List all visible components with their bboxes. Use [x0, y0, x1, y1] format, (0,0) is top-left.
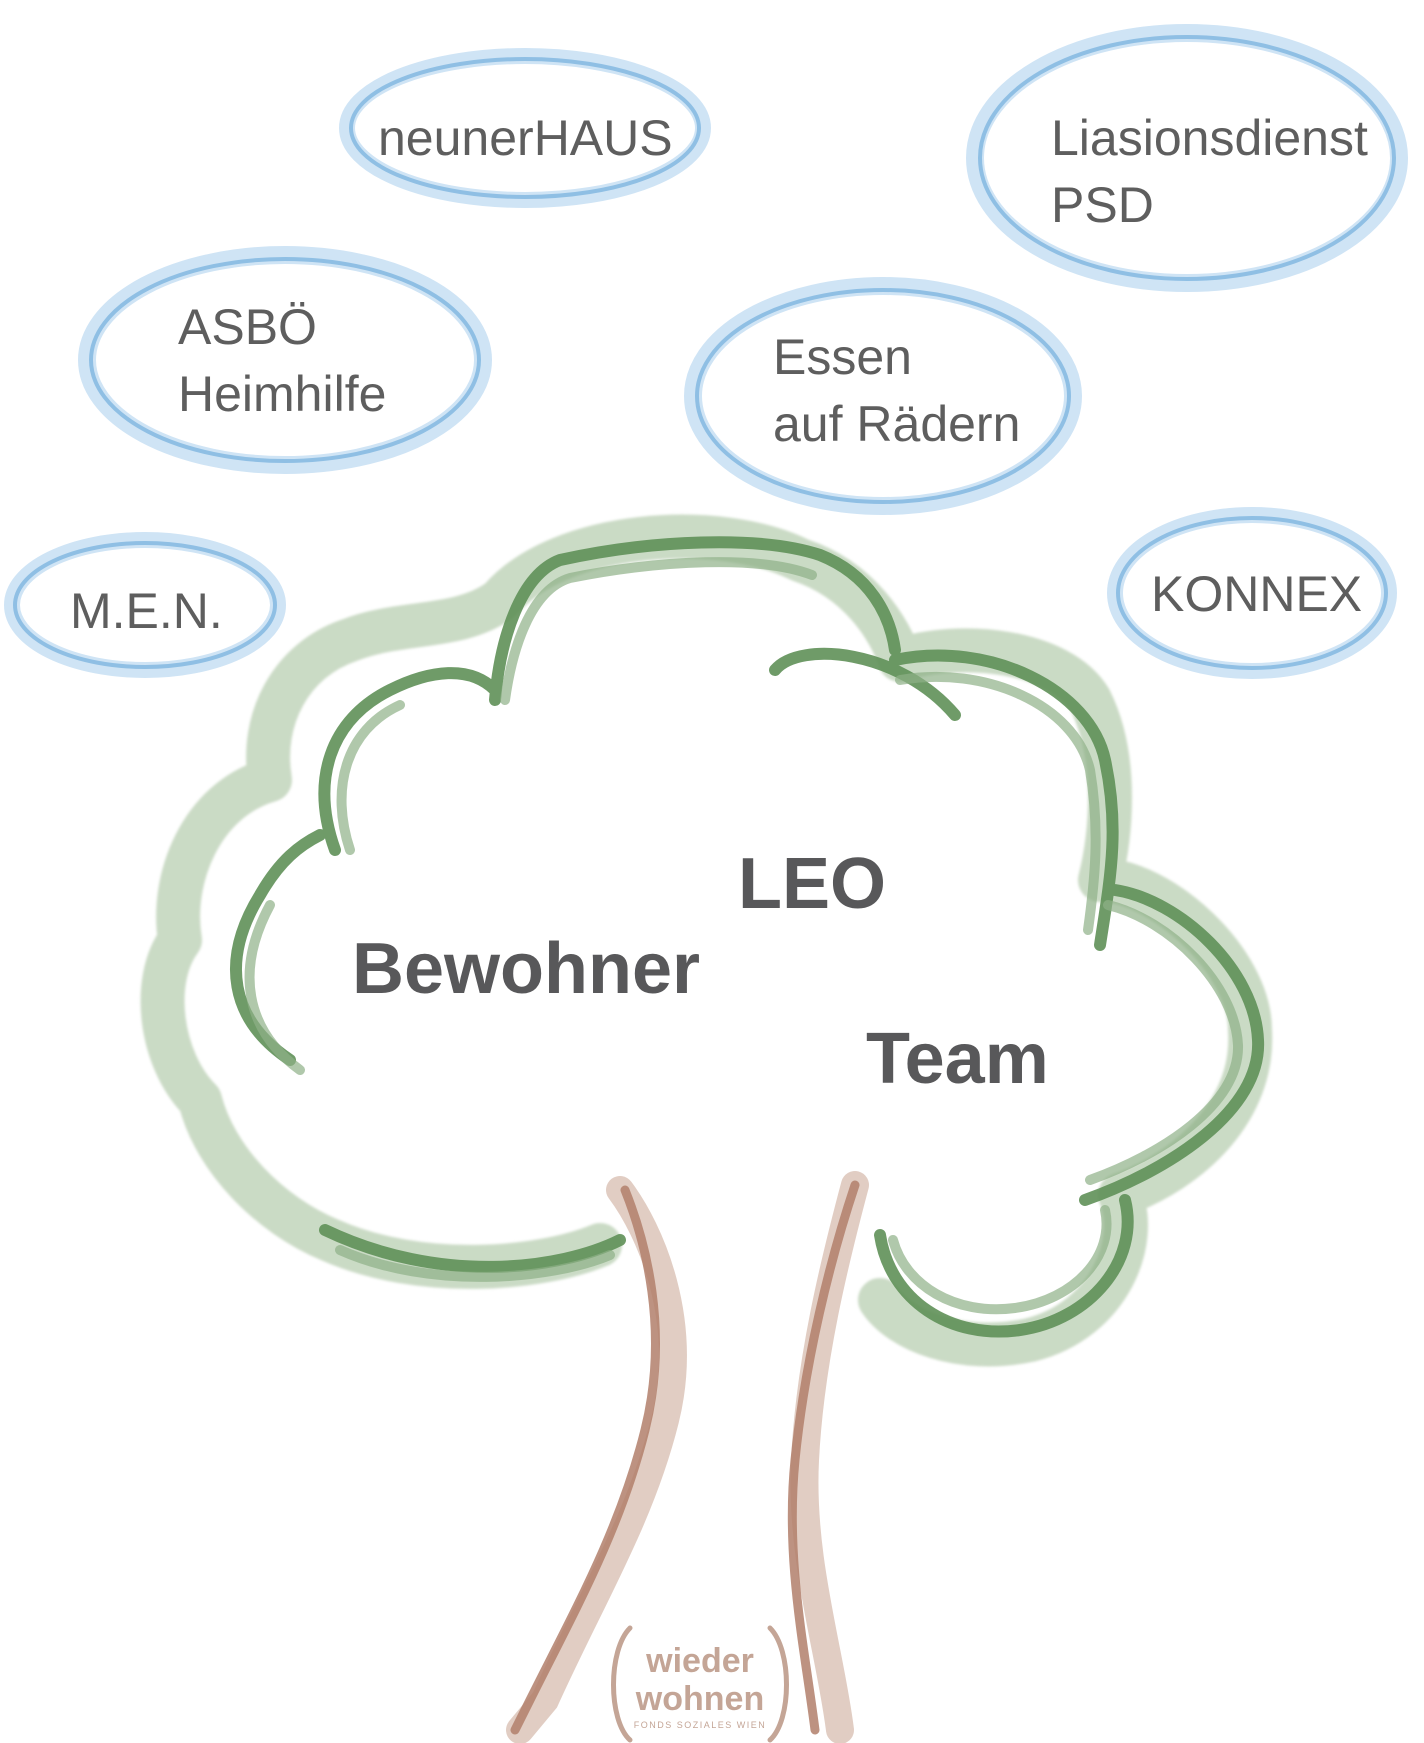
cloud-essen-auf-raedern: Essen auf Rädern — [684, 277, 1082, 515]
cloud-label: KONNEX — [1151, 566, 1362, 622]
trunk-right-dark — [787, 1180, 860, 1735]
tree-label-team: Team — [866, 1019, 1049, 1099]
tree-labels: LEO Bewohner Team — [352, 844, 1049, 1099]
cloud-outline-light — [78, 246, 492, 474]
cloud-label-line1: Liasionsdienst — [1051, 110, 1368, 166]
cloud-label-line2: Heimhilfe — [178, 366, 386, 422]
cloud-outline-light — [966, 24, 1408, 292]
tree-crown-outline-dark — [230, 536, 1265, 1338]
cloud-outline-light — [1107, 507, 1397, 679]
cloud-outline-light — [4, 532, 286, 678]
logo-line1: wieder — [645, 1642, 754, 1680]
cloud-outline — [13, 541, 277, 669]
cloud-liasionsdienst-psd: Liasionsdienst PSD — [966, 24, 1408, 292]
tree-trunk — [506, 1171, 869, 1743]
cloud-men: M.E.N. — [4, 532, 286, 678]
logo-subtitle: FONDS SOZIALES WIEN — [634, 1720, 767, 1730]
cloud-outline — [978, 35, 1396, 281]
tree-crown-outline-mid — [244, 557, 1244, 1315]
cloud-label-line2: auf Rädern — [773, 396, 1020, 452]
cloud-outline — [695, 288, 1071, 504]
cloud-label-line1: ASBÖ — [178, 299, 317, 355]
cloud-label-line2: PSD — [1051, 177, 1154, 233]
cloud-label: M.E.N. — [70, 583, 223, 639]
tree-crown-outline-light — [140, 514, 1273, 1367]
logo-right-paren — [767, 1625, 789, 1743]
trunk-left-dark — [510, 1185, 660, 1735]
cloud-outline — [89, 257, 481, 463]
cloud-outline — [349, 57, 701, 199]
trunk-left-light — [506, 1176, 687, 1743]
cloud-outline — [1116, 516, 1388, 670]
tree-crown — [140, 514, 1273, 1367]
cloud-label-line1: Essen — [773, 329, 912, 385]
cloud-neunerhaus: neunerHAUS — [339, 48, 711, 208]
cloud-asboe-heimhilfe: ASBÖ Heimhilfe — [78, 246, 492, 474]
tree-label-bewohner: Bewohner — [352, 929, 700, 1009]
cloud-konnex: KONNEX — [1107, 507, 1397, 679]
logo-line2: wohnen — [635, 1680, 764, 1718]
logo-left-paren — [611, 1625, 633, 1743]
cloud-outline-light — [684, 277, 1082, 515]
cloud-outline-light — [339, 48, 711, 208]
wieder-wohnen-logo: wieder wohnen FONDS SOZIALES WIEN — [611, 1625, 789, 1743]
tree-label-leo: LEO — [738, 844, 886, 924]
cloud-label: neunerHAUS — [378, 110, 673, 166]
